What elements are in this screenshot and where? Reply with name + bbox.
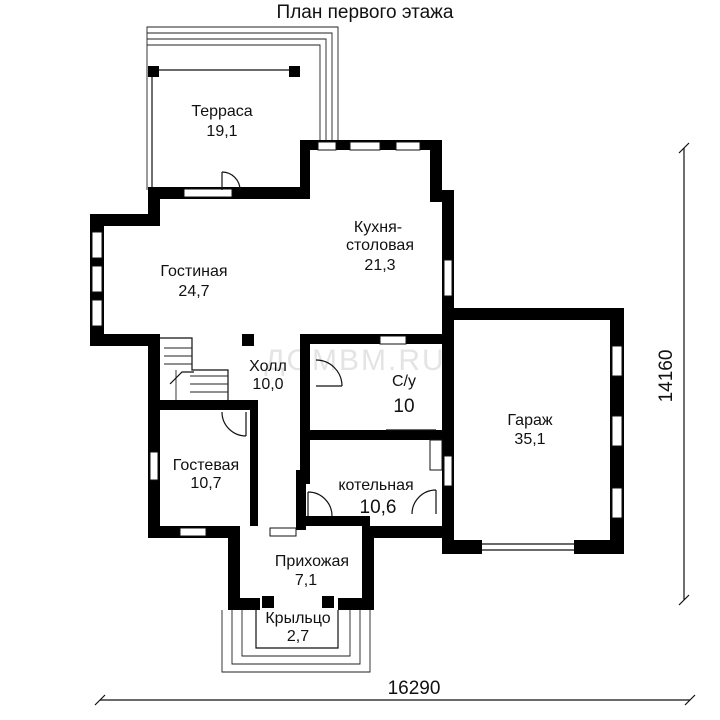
wc-area: 10 (393, 396, 414, 417)
terrace-outline (148, 66, 300, 190)
living-label: Гостиная (160, 263, 227, 280)
boiler-label: котельная (338, 477, 413, 494)
guest-label: Гостевая (173, 457, 239, 474)
porch-steps (221, 596, 371, 673)
terrace-area: 19,1 (206, 123, 237, 140)
wc-label: С/у (392, 373, 416, 390)
stairs (160, 337, 229, 400)
porch-label: Крыльцо (265, 610, 330, 627)
entry-label: Прихожая (275, 553, 349, 570)
fixtures (242, 334, 443, 471)
porch-area: 2,7 (287, 628, 309, 645)
dimension-lines (94, 142, 696, 706)
kitchen-label-line2: столовая (346, 237, 414, 254)
doors (221, 171, 437, 537)
terrace-railing (146, 26, 339, 190)
kitchen-label-line1: Кухня- (354, 219, 402, 236)
terrace-label: Терраса (191, 103, 252, 120)
height-dimension: 14160 (656, 350, 677, 403)
watermark: ДОМВМ.RU (264, 344, 445, 377)
kitchen-area: 21,3 (364, 257, 395, 274)
entry-area: 7,1 (295, 572, 317, 589)
guest-area: 10,7 (190, 475, 221, 492)
width-dimension: 16290 (388, 678, 441, 699)
hall-label: Холл (249, 358, 287, 375)
plan-title: План первого этажа (277, 2, 454, 23)
boiler-area: 10,6 (360, 497, 397, 518)
living-area: 24,7 (178, 283, 209, 300)
windows (91, 141, 623, 537)
garage-label: Гараж (507, 412, 552, 429)
garage-door (482, 543, 574, 551)
garage-area: 35,1 (514, 431, 545, 448)
hall-area: 10,0 (252, 376, 283, 393)
